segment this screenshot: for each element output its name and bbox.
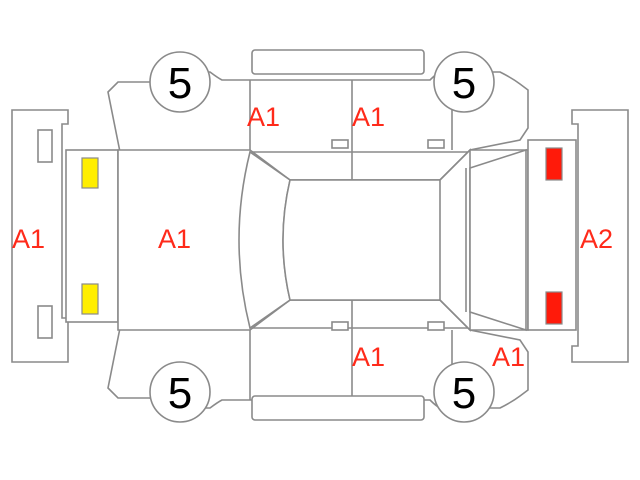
tire-rear-left-score: 5 xyxy=(452,59,476,108)
taillight-bottom xyxy=(545,291,563,325)
tire-front-right-score: 5 xyxy=(168,369,192,418)
front-panel xyxy=(65,149,119,323)
rear-bumper xyxy=(571,109,629,363)
rear-panel xyxy=(469,139,577,332)
code-left-front-door: A1 xyxy=(247,102,280,132)
tire-front-left: 5 xyxy=(149,51,211,113)
side-skirt-top xyxy=(251,49,425,75)
code-right-rear-quarter: A1 xyxy=(492,342,525,372)
tire-front-left-score: 5 xyxy=(168,59,192,108)
headlight-bottom xyxy=(81,283,99,315)
taillight-top xyxy=(545,147,563,181)
code-hood: A1 xyxy=(158,224,191,254)
tire-rear-right: 5 xyxy=(433,361,495,423)
tire-rear-left: 5 xyxy=(433,51,495,113)
code-rear-bumper: A2 xyxy=(580,224,613,254)
headlight-top xyxy=(81,157,99,189)
roof-cabin xyxy=(117,148,529,332)
code-left-rear-door: A1 xyxy=(352,102,385,132)
front-bumper xyxy=(11,109,69,363)
code-front-bumper: A1 xyxy=(12,224,45,254)
code-right-rear-door: A1 xyxy=(352,342,385,372)
tire-front-right: 5 xyxy=(149,361,211,423)
tire-rear-right-score: 5 xyxy=(452,369,476,418)
side-skirt-bottom xyxy=(251,395,425,421)
